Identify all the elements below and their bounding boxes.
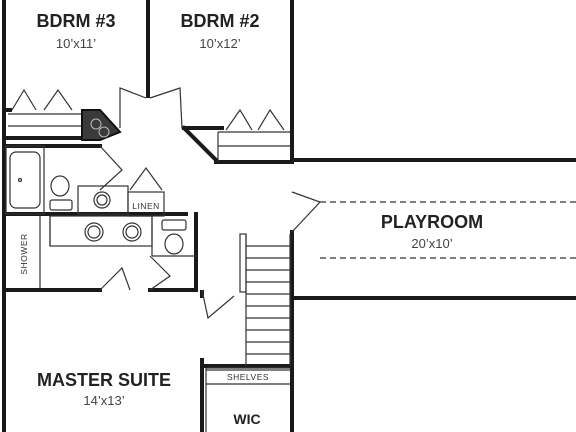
thin-lines [5,113,576,432]
doors [11,87,322,320]
room-dim-bdrm2: 10’x12’ [199,36,240,51]
sink [84,222,104,242]
room-name-bdrm3: BDRM #3 [36,11,115,31]
fixtures [17,175,187,255]
laundry-unit [81,109,122,141]
sink [93,191,111,209]
shelves-label: SHELVES [227,372,269,382]
room-name-wic: WIC [233,411,260,427]
toilet [50,175,70,197]
room-name-master: MASTER SUITE [37,370,171,390]
room-dim-bdrm3: 10’x11’ [56,36,96,51]
shower-label: SHOWER [19,233,29,274]
room-dim-playroom: 20’x10’ [411,236,452,251]
toilet [164,233,184,255]
room-name-playroom: PLAYROOM [381,212,483,232]
linen-label: LINEN [132,201,160,211]
sink [122,222,142,242]
room-dim-master: 14’x13’ [83,393,124,408]
room-name-bdrm2: BDRM #2 [180,11,259,31]
